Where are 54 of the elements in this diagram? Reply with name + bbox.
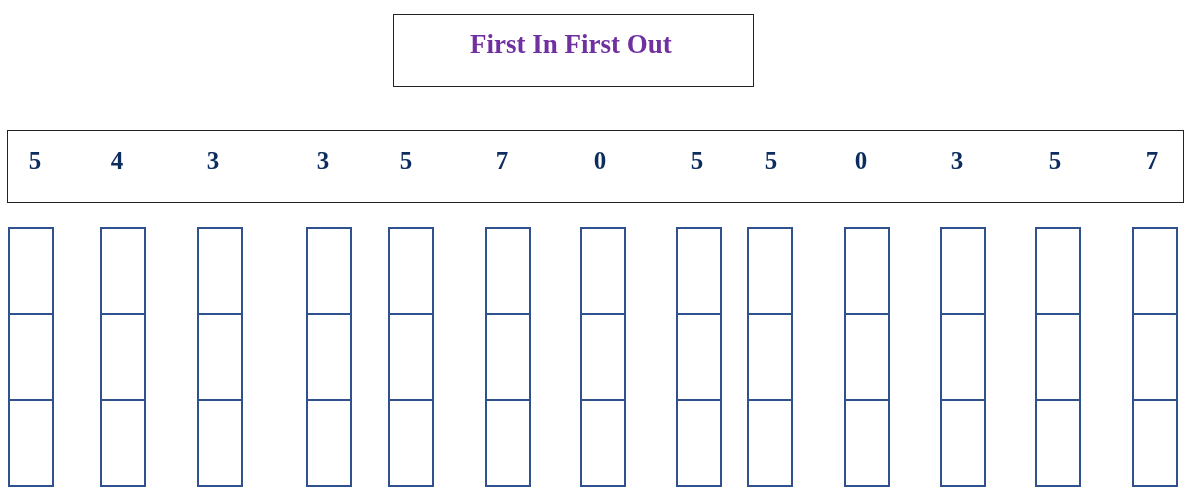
reference-number: 7 [495, 147, 509, 175]
page-frame-cell [844, 227, 890, 315]
page-frame-cell [197, 227, 243, 315]
reference-number: 0 [593, 147, 607, 175]
page-frame-cell [1132, 227, 1178, 315]
page-frame-cell [197, 313, 243, 401]
page-frame-cell [676, 227, 722, 315]
reference-number: 7 [1145, 147, 1159, 175]
page-frame-cell [747, 399, 793, 487]
reference-number: 3 [206, 147, 220, 175]
reference-number: 3 [316, 147, 330, 175]
reference-number: 0 [854, 147, 868, 175]
page-frame-cell [100, 313, 146, 401]
page-frame-cell [747, 313, 793, 401]
page-frame-cell [1035, 227, 1081, 315]
page-frame-cell [940, 313, 986, 401]
title-box: First In First Out [393, 14, 754, 87]
page-frame-cell [388, 227, 434, 315]
page-frame-cell [1035, 313, 1081, 401]
page-frame-cell [676, 313, 722, 401]
page-frame-cell [100, 399, 146, 487]
reference-string-panel [7, 130, 1184, 203]
page-frame-cell [306, 313, 352, 401]
page-frame-cell [8, 227, 54, 315]
reference-number: 5 [764, 147, 778, 175]
page-frame-cell [580, 399, 626, 487]
page-frame-cell [8, 313, 54, 401]
page-frame-cell [844, 313, 890, 401]
page-frame-cell [1132, 313, 1178, 401]
page-frame-cell [197, 399, 243, 487]
page-frame-cell [8, 399, 54, 487]
page-frame-cell [1132, 399, 1178, 487]
reference-number: 5 [1048, 147, 1062, 175]
reference-number: 5 [399, 147, 413, 175]
page-frame-cell [485, 399, 531, 487]
reference-number: 3 [950, 147, 964, 175]
reference-number: 5 [28, 147, 42, 175]
page-frame-cell [388, 313, 434, 401]
page-frame-cell [580, 313, 626, 401]
page-frame-cell [306, 227, 352, 315]
page-frame-cell [1035, 399, 1081, 487]
page-frame-cell [580, 227, 626, 315]
page-frame-cell [306, 399, 352, 487]
page-frame-cell [485, 227, 531, 315]
page-frame-cell [676, 399, 722, 487]
page-frame-cell [844, 399, 890, 487]
reference-number: 5 [690, 147, 704, 175]
page-frame-cell [747, 227, 793, 315]
page-frame-cell [100, 227, 146, 315]
reference-number: 4 [110, 147, 124, 175]
page-frame-cell [388, 399, 434, 487]
page-frame-cell [940, 399, 986, 487]
page-frame-cell [485, 313, 531, 401]
page-frame-cell [940, 227, 986, 315]
